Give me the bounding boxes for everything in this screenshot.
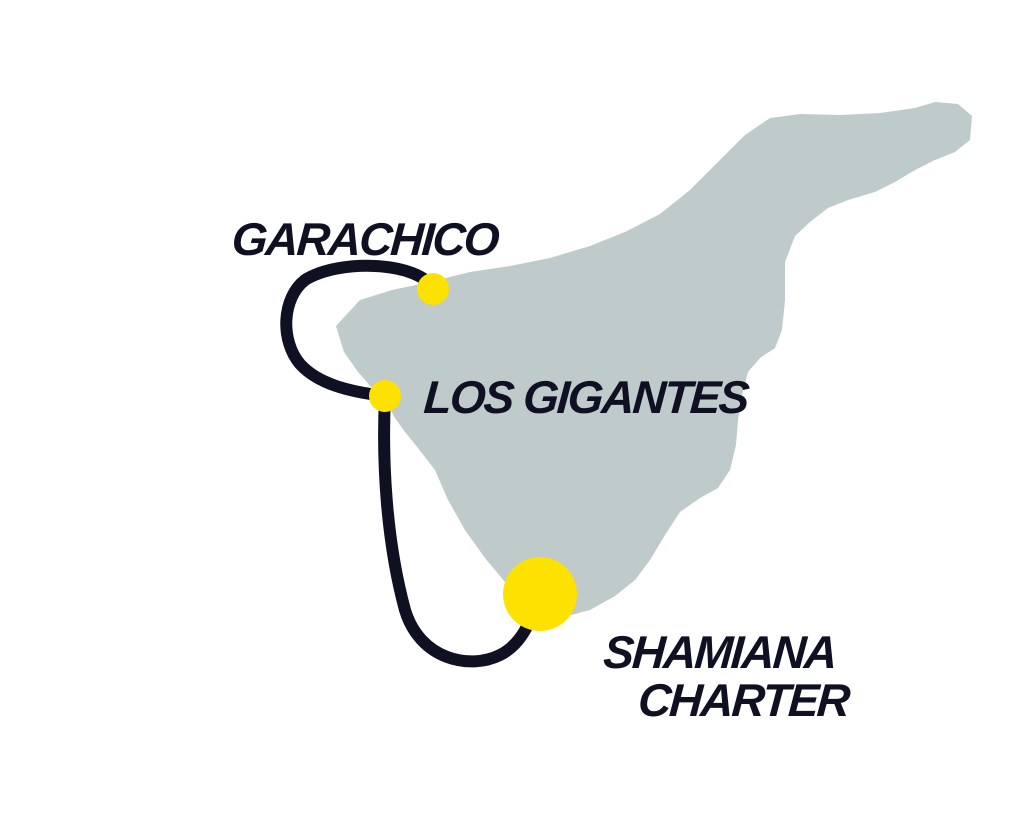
label-shamiana-line1: SHAMIANA bbox=[601, 626, 838, 678]
marker-shamiana-charter[interactable] bbox=[503, 557, 577, 631]
label-los-gigantes: LOS GIGANTES bbox=[422, 371, 750, 423]
label-shamiana-line2: CHARTER bbox=[636, 674, 851, 726]
island-shape bbox=[336, 102, 972, 618]
marker-los-gigantes[interactable] bbox=[369, 380, 401, 412]
label-garachico: GARACHICO bbox=[230, 213, 500, 265]
label-shamiana-charter: SHAMIANA CHARTER bbox=[599, 626, 854, 726]
marker-garachico[interactable] bbox=[417, 273, 449, 305]
